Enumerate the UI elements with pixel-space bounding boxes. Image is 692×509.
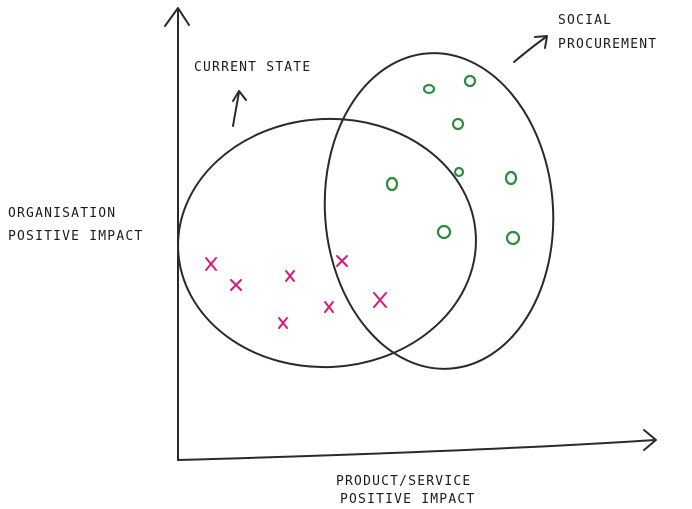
circle-icon — [451, 117, 465, 131]
cross-icon — [285, 270, 295, 282]
y-axis-label-line1: ORGANISATION — [8, 206, 116, 221]
cross-icon — [373, 292, 387, 308]
circle-icon — [463, 74, 477, 88]
current-state-label: CURRENT STATE — [194, 60, 311, 75]
current-state-arrowhead-icon — [232, 90, 247, 102]
x-axis-line — [177, 439, 656, 461]
x-axis-label-line2: POSITIVE IMPACT — [340, 492, 475, 507]
sets — [177, 52, 555, 370]
current-state-arrow-icon — [232, 91, 240, 127]
labels: CURRENT STATE SOCIAL PROCUREMENT ORGANIS… — [8, 13, 657, 507]
axes — [164, 7, 657, 461]
circle-icon — [422, 83, 436, 95]
annotation-arrows — [232, 35, 548, 127]
social-procurement-arrow-icon — [513, 36, 547, 63]
cross-icon — [205, 257, 217, 271]
y-axis-label-line2: POSITIVE IMPACT — [8, 229, 143, 244]
cross-icon — [278, 317, 288, 329]
social-procurement-label-line1: SOCIAL — [558, 13, 612, 28]
circle-icon — [453, 166, 465, 178]
x-axis-arrowhead-icon — [643, 429, 657, 451]
current-state-ellipse — [177, 117, 477, 369]
circle-icon — [436, 224, 452, 240]
cross-icon — [324, 301, 334, 313]
social-procurement-label-line2: PROCUREMENT — [558, 37, 657, 52]
cross-icon — [230, 279, 242, 291]
o-markers — [385, 74, 521, 246]
social-procurement-arrowhead-icon — [534, 35, 548, 49]
y-axis-arrowhead-icon — [164, 7, 190, 27]
circle-icon — [505, 230, 521, 246]
x-axis-label-line1: PRODUCT/SERVICE — [336, 474, 471, 489]
social-procurement-ellipse — [323, 52, 555, 370]
x-markers — [205, 255, 387, 329]
cross-icon — [336, 255, 348, 267]
circle-icon — [385, 176, 399, 192]
y-axis-line — [176, 9, 180, 461]
circle-icon — [504, 170, 518, 186]
